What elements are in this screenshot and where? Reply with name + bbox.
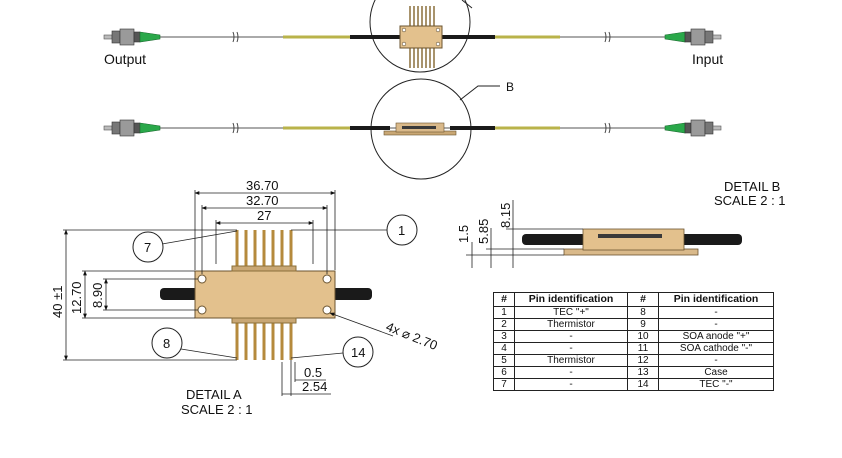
pin-function: Thermistor	[514, 354, 628, 367]
pin-number: 3	[493, 330, 515, 343]
dim-height-total: 40 ±1	[50, 286, 65, 318]
detail-a-scale: SCALE 2 : 1	[181, 402, 253, 417]
pin-number: 5	[493, 354, 515, 367]
header-num-2: #	[627, 292, 659, 307]
table-row: 7 - 14 TEC "-"	[493, 378, 774, 391]
pin-number: 2	[493, 318, 515, 331]
dim-b-body: 5.85	[476, 219, 491, 244]
detail-b-callout: B	[506, 80, 514, 94]
dim-b-total: 8.15	[498, 203, 513, 228]
detail-b-title: DETAIL B	[724, 179, 780, 194]
pin-function: -	[658, 318, 774, 331]
pin-function: -	[514, 330, 628, 343]
module-top-body	[399, 6, 443, 68]
callout-8: 8	[151, 327, 238, 359]
table-row: 6 - 13 Case	[493, 366, 774, 379]
pin-number: 8	[627, 306, 659, 319]
output-label: Output	[104, 51, 146, 67]
header-pin-id-2: Pin identification	[658, 292, 774, 307]
pin-number: 9	[627, 318, 659, 331]
pin-function: -	[658, 354, 774, 367]
callout-7: 7	[132, 230, 238, 263]
detail-a-circle	[369, 0, 471, 73]
assembly-side-view: B	[103, 78, 722, 180]
svg-text:14: 14	[351, 345, 365, 360]
dim-height-body: 12.70	[69, 281, 84, 314]
pin-number: 7	[493, 378, 515, 391]
dim-pin-width: 0.5	[304, 365, 322, 380]
output-connector-side	[103, 119, 161, 137]
detail-a-title: DETAIL A	[186, 387, 242, 402]
pin-function: -	[514, 366, 628, 379]
module-side-body	[383, 122, 457, 136]
table-row: 1 TEC "+" 8 -	[493, 306, 774, 319]
pin-function: TEC "+"	[514, 306, 628, 319]
detail-b-drawing: DETAIL B SCALE 2 : 1 1.5 5.85 8.15	[456, 179, 786, 268]
pin-number: 11	[627, 342, 659, 355]
output-connector-top	[103, 28, 161, 46]
callout-1: 1	[291, 214, 418, 246]
pin-function: SOA cathode "-"	[658, 342, 774, 355]
dim-hole: 4x ⌀ 2.70	[384, 319, 440, 353]
pin-number: 10	[627, 330, 659, 343]
pin-number: 12	[627, 354, 659, 367]
table-row: 2 Thermistor 9 -	[493, 318, 774, 331]
pin-number: 14	[627, 378, 659, 391]
table-row: 4 - 11 SOA cathode "-"	[493, 342, 774, 355]
table-row: 3 - 10 SOA anode "+"	[493, 330, 774, 343]
pin-function: -	[514, 342, 628, 355]
detail-a-body	[194, 270, 336, 319]
table-row: 5 Thermistor 12 -	[493, 354, 774, 367]
dim-height-pins: 8.90	[90, 283, 105, 308]
svg-text:1: 1	[398, 223, 405, 238]
svg-text:7: 7	[144, 240, 151, 255]
dim-b-base: 1.5	[456, 225, 471, 243]
callout-14: 14	[290, 336, 374, 368]
pin-number: 1	[493, 306, 515, 319]
input-label: Input	[692, 51, 723, 67]
pin-function: -	[658, 306, 774, 319]
pin-function: TEC "-"	[658, 378, 774, 391]
pin-function: Thermistor	[514, 318, 628, 331]
pin-function: Case	[658, 366, 774, 379]
header-num-1: #	[493, 292, 515, 307]
pin-function: SOA anode "+"	[658, 330, 774, 343]
dim-width-mid: 32.70	[246, 193, 279, 208]
dim-width-inner: 27	[257, 208, 271, 223]
input-connector-side	[664, 119, 722, 137]
header-pin-id-1: Pin identification	[514, 292, 628, 307]
dim-width-outer: 36.70	[246, 178, 279, 193]
detail-b-scale: SCALE 2 : 1	[714, 193, 786, 208]
table-header-row: # Pin identification # Pin identificatio…	[493, 292, 774, 307]
pin-identification-table: # Pin identification # Pin identificatio…	[493, 292, 774, 391]
pin-number: 6	[493, 366, 515, 379]
assembly-top-view: Output Input	[103, 0, 723, 73]
pin-function: -	[514, 378, 628, 391]
pin-number: 13	[627, 366, 659, 379]
pin-number: 4	[493, 342, 515, 355]
detail-a-drawing: 36.70 32.70 27 40 ±1 12.70 8.90 4x ⌀ 2.7…	[50, 178, 440, 417]
dim-pin-pitch: 2.54	[302, 379, 327, 394]
detail-b-body	[582, 228, 685, 251]
svg-text:8: 8	[163, 336, 170, 351]
input-connector-top	[664, 28, 722, 46]
